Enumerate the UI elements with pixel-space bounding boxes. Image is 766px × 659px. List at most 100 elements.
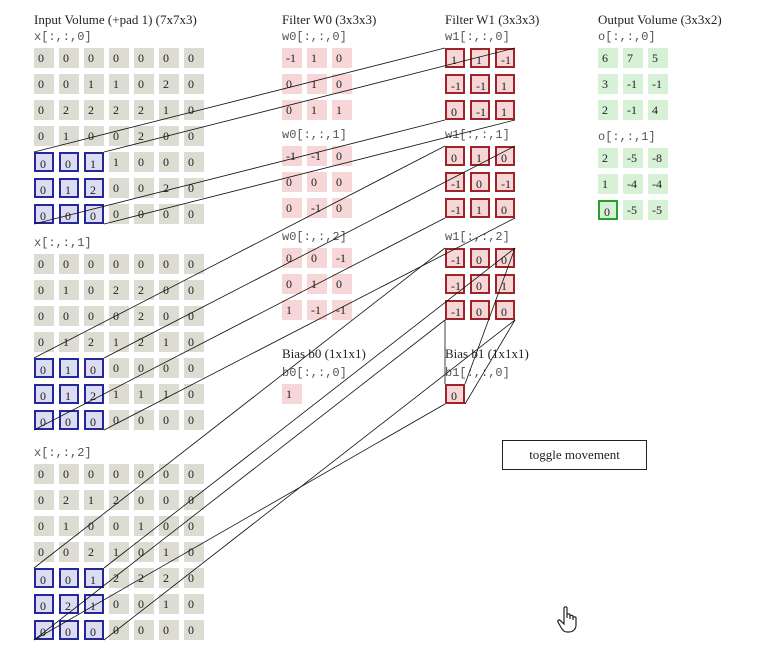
input-cell: 0	[134, 464, 154, 484]
filter0-weight-cell: 0	[307, 248, 327, 268]
filter0-weight-cell: -1	[282, 146, 302, 166]
input-cell: 0	[134, 178, 154, 198]
output-cell: -1	[623, 74, 643, 94]
output-cell: 0	[598, 200, 618, 220]
input-cell: 0	[159, 410, 179, 430]
bias-b1-title: Bias b1 (1x1x1)	[445, 346, 529, 361]
filter0-weight-cell: 0	[332, 172, 352, 192]
input-cell: 2	[134, 126, 154, 146]
input-slice-label: x[:,:,2]	[34, 446, 92, 460]
input-cell: 2	[84, 332, 104, 352]
filter0-weight-cell: 0	[282, 248, 302, 268]
input-cell: 0	[159, 490, 179, 510]
filter0-slice-label: w0[:,:,2]	[282, 230, 347, 244]
filter0-weight-cell: -1	[307, 300, 327, 320]
input-cell: 0	[184, 280, 204, 300]
input-cell: 2	[84, 542, 104, 562]
filter0-weight-cell: 1	[307, 274, 327, 294]
input-cell: 2	[134, 280, 154, 300]
toggle-movement-button[interactable]: toggle movement	[502, 440, 647, 470]
input-cell: 0	[109, 516, 129, 536]
filter1-weight-cell: 1	[495, 74, 515, 94]
filter0-weight-cell: 1	[307, 48, 327, 68]
filter1-weight-cell: 0	[495, 300, 515, 320]
filter1-weight-cell: 0	[445, 100, 465, 120]
filter1-weight-cell: 0	[495, 198, 515, 218]
filter0-weight-cell: -1	[282, 48, 302, 68]
bias-b0-label: b0[:,:,0]	[282, 366, 347, 380]
output-cell: -5	[623, 148, 643, 168]
input-cell: 2	[84, 178, 104, 198]
input-cell: 1	[59, 384, 79, 404]
input-cell: 0	[59, 204, 79, 224]
input-cell: 0	[184, 178, 204, 198]
input-volume-title: Input Volume (+pad 1) (7x7x3)	[34, 12, 197, 27]
input-cell: 0	[109, 594, 129, 614]
input-cell: 2	[109, 280, 129, 300]
input-cell: 1	[59, 516, 79, 536]
input-slice-label: x[:,:,0]	[34, 30, 92, 44]
input-cell: 0	[134, 254, 154, 274]
input-cell: 2	[134, 332, 154, 352]
input-cell: 0	[109, 254, 129, 274]
input-cell: 0	[184, 490, 204, 510]
input-cell: 0	[84, 280, 104, 300]
input-cell: 1	[159, 332, 179, 352]
input-cell: 0	[34, 126, 54, 146]
filter0-slice-label: w0[:,:,1]	[282, 128, 347, 142]
input-cell: 0	[134, 152, 154, 172]
input-cell: 0	[109, 410, 129, 430]
filter1-weight-cell: 0	[470, 248, 490, 268]
filter0-weight-cell: 0	[332, 48, 352, 68]
input-cell: 0	[109, 204, 129, 224]
bias-b1-value: 0	[445, 384, 465, 404]
filter1-weight-cell: 0	[495, 146, 515, 166]
input-cell: 0	[84, 358, 104, 378]
input-cell: 0	[184, 384, 204, 404]
input-cell: 2	[159, 568, 179, 588]
filter0-weight-cell: 0	[282, 198, 302, 218]
input-cell: 1	[134, 384, 154, 404]
input-cell: 0	[159, 358, 179, 378]
input-cell: 0	[34, 542, 54, 562]
filter1-weight-cell: 1	[470, 48, 490, 68]
input-cell: 1	[84, 568, 104, 588]
filter0-weight-cell: 0	[332, 74, 352, 94]
output-slice-label: o[:,:,1]	[598, 130, 656, 144]
filter0-weight-cell: 1	[282, 300, 302, 320]
input-cell: 0	[84, 204, 104, 224]
input-cell: 0	[34, 594, 54, 614]
input-cell: 0	[84, 254, 104, 274]
input-cell: 0	[59, 254, 79, 274]
input-cell: 0	[159, 152, 179, 172]
connection-line	[464, 319, 516, 405]
input-cell: 0	[134, 358, 154, 378]
input-cell: 1	[84, 490, 104, 510]
input-cell: 0	[184, 48, 204, 68]
input-cell: 1	[59, 358, 79, 378]
input-cell: 0	[34, 568, 54, 588]
input-slice-label: x[:,:,1]	[34, 236, 92, 250]
filter1-weight-cell: 1	[495, 274, 515, 294]
input-cell: 0	[84, 516, 104, 536]
filter1-weight-cell: -1	[445, 300, 465, 320]
output-cell: -5	[648, 200, 668, 220]
filter1-weight-cell: 1	[445, 48, 465, 68]
input-cell: 1	[109, 384, 129, 404]
input-cell: 0	[134, 48, 154, 68]
input-cell: 2	[134, 100, 154, 120]
input-cell: 0	[34, 152, 54, 172]
filter1-weight-cell: -1	[445, 248, 465, 268]
input-cell: 0	[34, 306, 54, 326]
input-cell: 2	[109, 100, 129, 120]
input-cell: 1	[109, 542, 129, 562]
input-cell: 2	[134, 568, 154, 588]
input-cell: 2	[59, 490, 79, 510]
input-cell: 0	[184, 74, 204, 94]
input-cell: 0	[84, 464, 104, 484]
input-cell: 1	[59, 126, 79, 146]
input-cell: 0	[109, 126, 129, 146]
input-cell: 1	[159, 594, 179, 614]
input-cell: 1	[134, 516, 154, 536]
input-cell: 0	[159, 254, 179, 274]
